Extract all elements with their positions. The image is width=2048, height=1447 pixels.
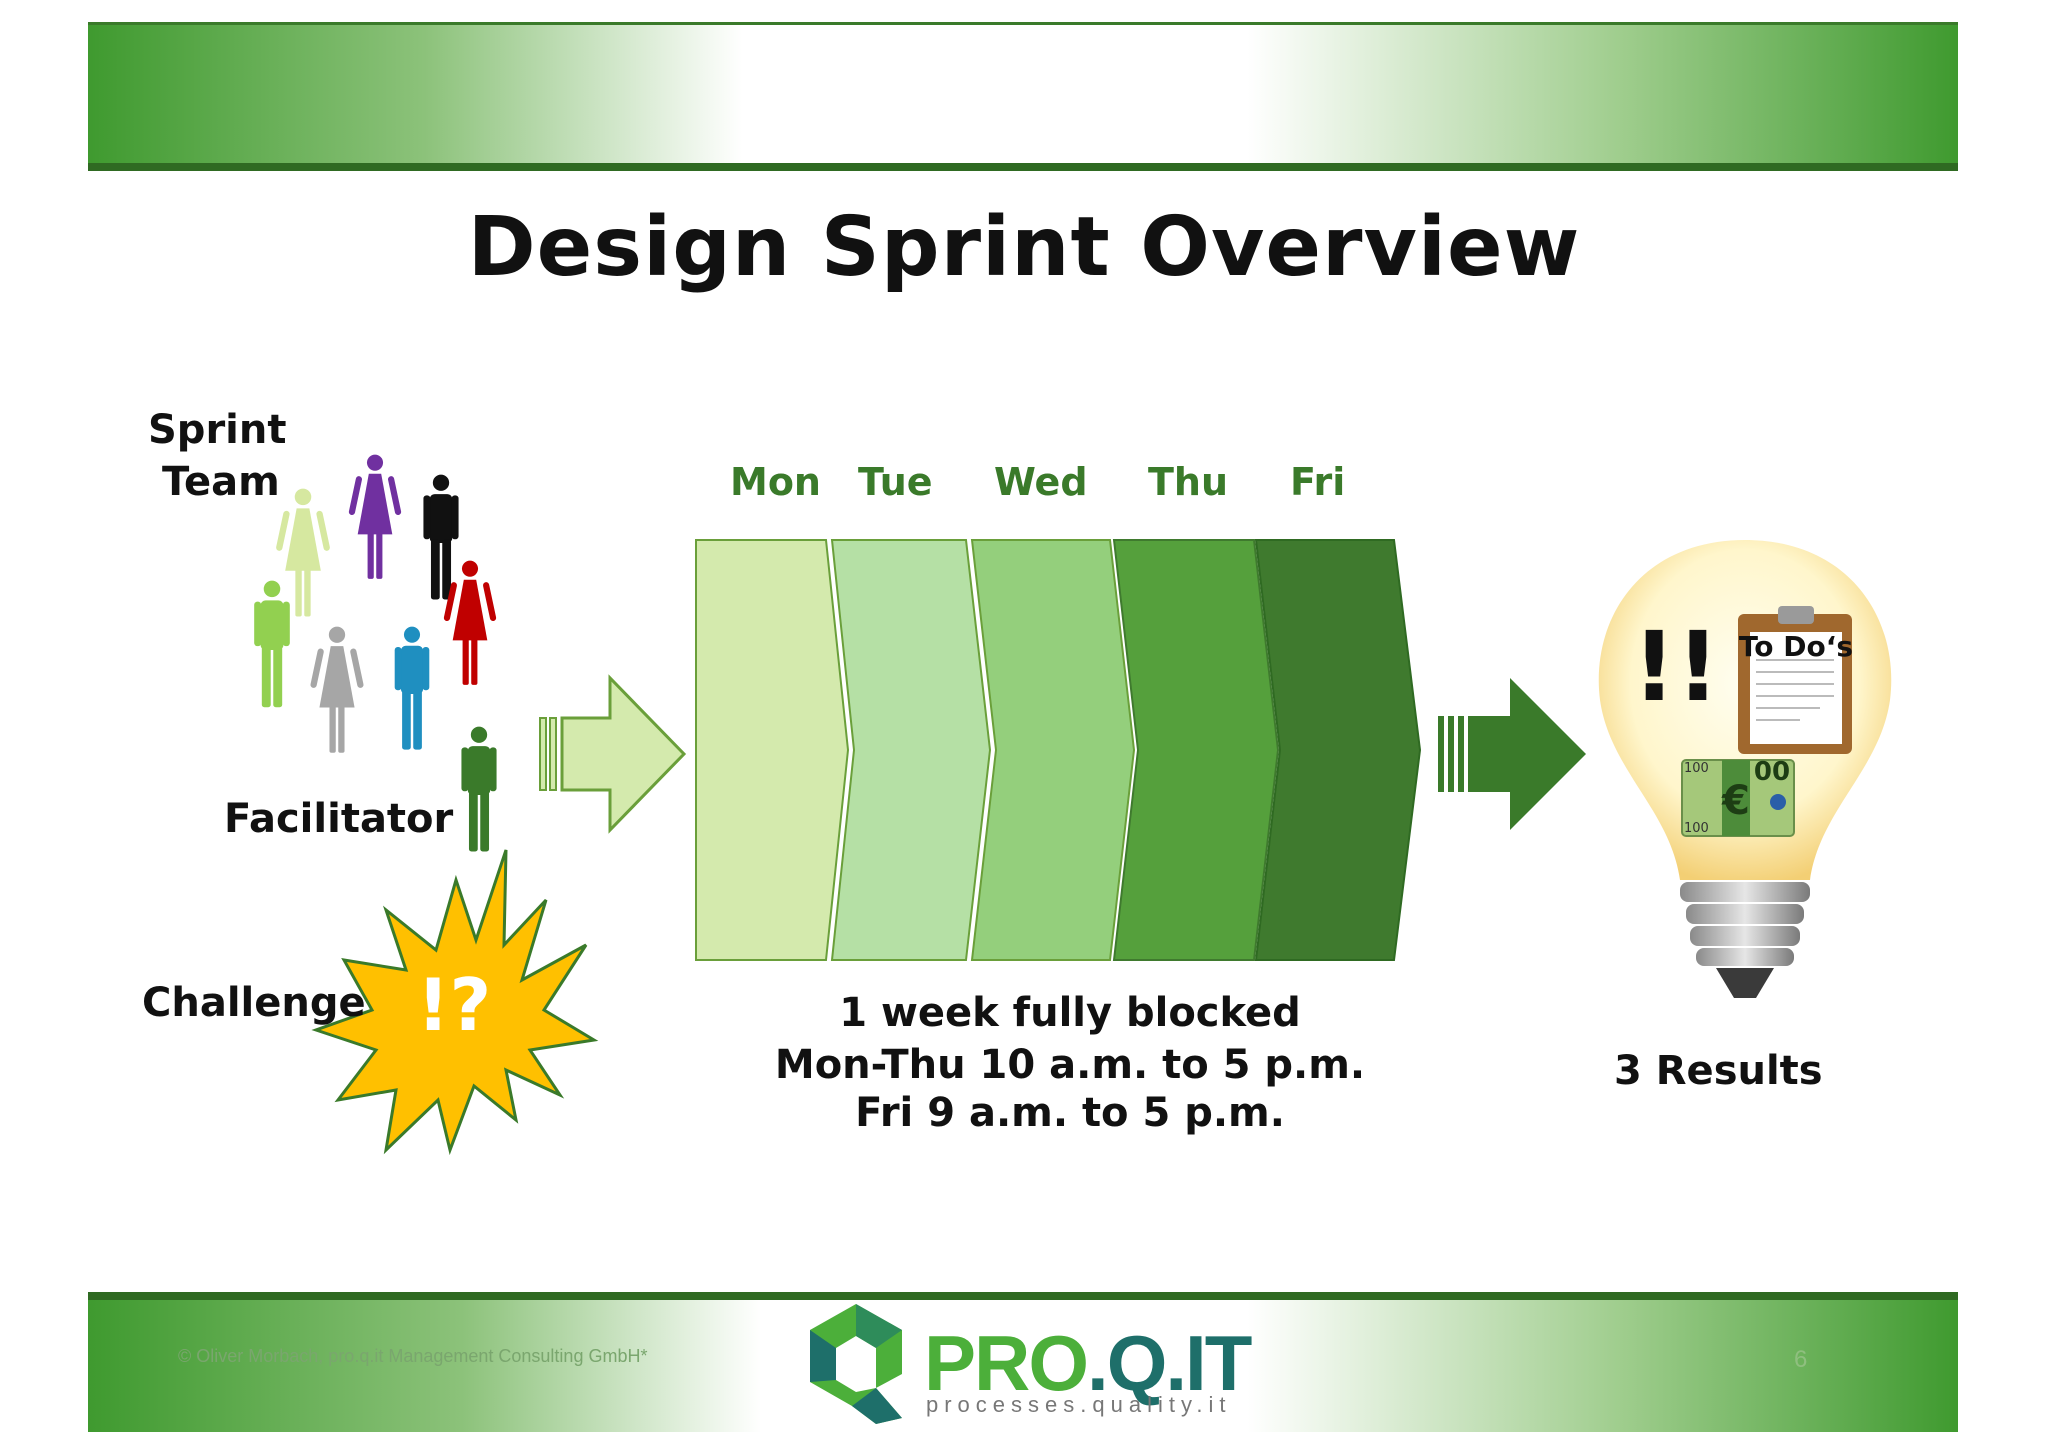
todo-label: To Do‘s xyxy=(1739,630,1853,663)
person-icon-blue-man xyxy=(394,626,430,750)
svg-text:00: 00 xyxy=(1754,757,1790,787)
person-icon-facilitator xyxy=(461,726,497,852)
header-banner xyxy=(88,22,1958,171)
proqit-logo-text: PRO.Q.IT xyxy=(924,1318,1252,1409)
results-label: 3 Results xyxy=(1614,1048,1823,1094)
chevron-tue xyxy=(830,539,992,961)
schedule-line3: Fri 9 a.m. to 5 p.m. xyxy=(855,1090,1285,1136)
chevron-wed xyxy=(970,539,1136,961)
person-icon-lightgreen-woman xyxy=(275,488,331,617)
person-icon-black-man xyxy=(423,474,459,600)
logo-qit: .Q.IT xyxy=(1087,1319,1252,1407)
input-arrow-icon xyxy=(539,674,687,834)
page-number: 6 xyxy=(1794,1346,1808,1373)
day-label-wed: Wed xyxy=(994,460,1088,504)
sprint-days-chevrons xyxy=(695,539,1422,961)
logo-tagline: processes.quality.it xyxy=(926,1392,1232,1417)
sprint-team-label-line2: Team xyxy=(162,459,280,505)
footer-banner xyxy=(88,1292,1958,1432)
day-label-mon: Mon xyxy=(730,460,821,504)
results-lightbulb-icon: !! To Do‘s 100 100 € 00 xyxy=(1598,540,1892,998)
schedule-line2: Mon-Thu 10 a.m. to 5 p.m. xyxy=(774,1042,1366,1088)
person-icon-green-man xyxy=(254,580,290,708)
slide-title: Design Sprint Overview xyxy=(467,200,1581,295)
chevron-fri xyxy=(1254,539,1422,961)
schedule-line1: 1 week fully blocked xyxy=(839,990,1301,1036)
person-icon-gray-woman xyxy=(309,626,365,753)
copyright-text: © Oliver Morbach, pro.q.it Management Co… xyxy=(178,1346,648,1366)
person-icon-purple-woman xyxy=(348,454,402,579)
day-label-fri: Fri xyxy=(1290,460,1346,504)
person-icon-red-woman xyxy=(443,560,497,685)
challenge-burst-icon: !? xyxy=(311,849,599,1156)
day-label-tue: Tue xyxy=(858,460,933,504)
challenge-label: Challenge xyxy=(142,980,366,1026)
results-exclamation: !! xyxy=(1632,611,1720,723)
output-arrow-icon xyxy=(1438,678,1586,830)
proqit-logo-icon xyxy=(810,1304,902,1424)
chevron-thu xyxy=(1112,539,1280,961)
facilitator-label: Facilitator xyxy=(224,796,454,842)
svg-text:€: € xyxy=(1721,778,1750,824)
sprint-team-label: Sprint Team xyxy=(148,404,286,508)
day-label-thu: Thu xyxy=(1148,460,1229,504)
sprint-team-label-line1: Sprint xyxy=(148,407,287,453)
svg-text:100: 100 xyxy=(1684,821,1709,836)
svg-text:100: 100 xyxy=(1684,761,1709,776)
challenge-symbol: !? xyxy=(417,963,492,1047)
logo-pro: PRO xyxy=(924,1319,1089,1407)
chevron-mon xyxy=(695,539,850,961)
